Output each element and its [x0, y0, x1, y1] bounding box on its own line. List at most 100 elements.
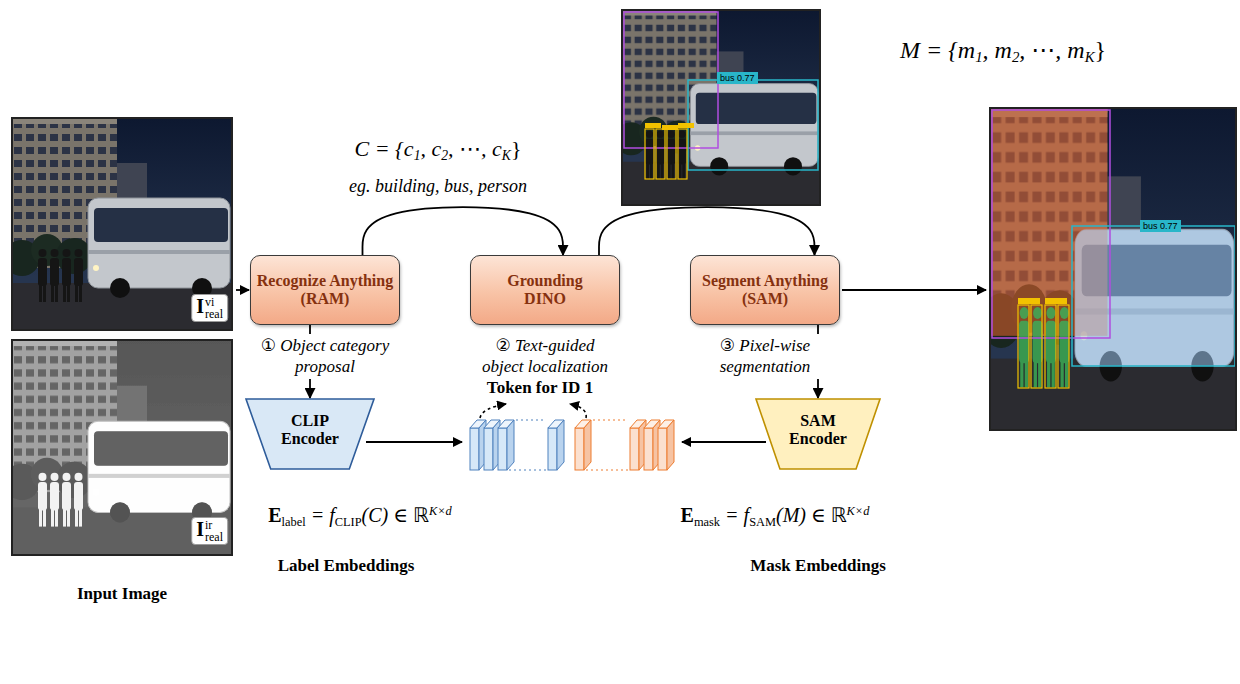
label-token-stack — [498, 420, 514, 470]
image-tag: vireal — [205, 296, 223, 321]
embedding-formula: mask — [694, 515, 720, 529]
encoder-trapezoid: CLIP Encoder — [245, 398, 375, 470]
segmentation-image — [1045, 298, 1067, 304]
node-label: Segment Anything (SAM) — [696, 272, 834, 309]
flow-arrow — [682, 441, 766, 443]
image-tag: I — [196, 295, 204, 317]
embedding-formula: K×d — [847, 504, 870, 518]
flow-arrow — [842, 289, 986, 291]
infrared-input-image — [38, 473, 83, 527]
flow-arrow — [599, 207, 815, 255]
detection-image — [645, 123, 661, 128]
segmentation-image — [1018, 298, 1040, 304]
detection-image — [656, 129, 665, 179]
segmentation-image — [1075, 230, 1234, 367]
segmentation-image — [981, 108, 1236, 430]
embedding-formula: CLIP — [335, 515, 362, 529]
step-caption: ① Object category proposal — [261, 336, 390, 376]
embedding-formula: K×d — [429, 504, 452, 518]
flow-arrow — [366, 441, 462, 443]
segmentation-image — [1072, 226, 1235, 366]
detection-image — [678, 123, 694, 128]
label-token-stack — [548, 420, 564, 470]
token-caption: Token for ID 1 — [487, 378, 593, 398]
infrared-input-image — [4, 340, 232, 555]
process-box: Recognize Anything (RAM) — [250, 255, 400, 325]
encoder-outline — [756, 399, 880, 469]
set-formula: M = {m — [900, 37, 975, 63]
embedding-title: Mask Embeddings — [750, 556, 886, 575]
step-caption: ③ Pixel-wise segmentation — [720, 336, 811, 376]
segmentation-image — [981, 108, 1236, 430]
infrared-input-image — [12, 340, 232, 555]
embedding-formula: E — [268, 504, 281, 526]
embedding-formula: = f — [311, 504, 335, 526]
node-label: CLIP Encoder — [270, 412, 350, 449]
label-token-stack — [509, 470, 548, 471]
step-caption: ① Object category proposal — [253, 334, 397, 379]
image-tag: real — [205, 308, 223, 321]
segmentation-image — [1045, 305, 1056, 388]
detection-image — [615, 10, 820, 205]
embedding-formula: (C) ∈ ℝ — [362, 504, 429, 526]
image-tag: Ivireal — [191, 294, 228, 322]
embedding-formula: (M) ∈ ℝ — [776, 504, 847, 526]
detection-tag: bus 0.77 — [1143, 221, 1178, 231]
step-caption: ② Text-guided object localization — [482, 336, 608, 376]
step-caption: ③ Pixel-wise segmentation — [693, 334, 837, 379]
infrared-input-image — [4, 340, 232, 555]
mask-token-stack — [575, 420, 591, 470]
node-label: Grounding DINO — [495, 272, 595, 309]
image-tag: real — [205, 531, 223, 544]
example-text: eg. building, bus, person — [349, 176, 527, 198]
flow-arrow — [363, 207, 564, 255]
detection-tag: bus 0.77 — [1140, 220, 1181, 232]
segmentation-image — [1031, 305, 1042, 388]
visible-input-image — [4, 118, 232, 330]
node-label: SAM Encoder — [778, 412, 858, 449]
set-formula: , m — [983, 37, 1012, 63]
token-pointer — [480, 404, 586, 418]
image-tag: Iirreal — [191, 517, 228, 545]
image-tag: I — [196, 518, 204, 540]
set-formula: , ⋯, c — [448, 136, 502, 161]
embedding-formula: Elabel = fCLIP(C) ∈ ℝK×d — [268, 503, 452, 530]
embedding-title: Mask Embeddings — [750, 556, 886, 576]
encoder-trapezoid: SAM Encoder — [755, 398, 881, 470]
image-tag: vi — [205, 296, 223, 309]
segmentation-image — [981, 108, 1236, 430]
set-formula: C = {c — [355, 136, 414, 161]
set-formula: 2 — [441, 148, 448, 163]
detection-image — [615, 10, 820, 205]
section-heading: Input Image — [77, 584, 167, 603]
label-token-stack — [516, 420, 546, 421]
detection-image — [645, 129, 654, 179]
visible-input-image — [4, 118, 232, 330]
process-box: Segment Anything (SAM) — [690, 255, 840, 325]
example-text: eg. building, bus, person — [349, 176, 527, 196]
process-box: Grounding DINO — [470, 255, 620, 325]
segmentation-image — [990, 108, 1236, 430]
set-formula: K — [502, 148, 511, 163]
token-pointer — [570, 404, 586, 418]
detection-image — [667, 129, 676, 179]
mask-token-stack — [593, 420, 628, 421]
detection-image — [615, 10, 820, 205]
visible-input-image — [12, 118, 232, 330]
visible-input-image — [4, 118, 232, 330]
embedding-formula: label — [282, 515, 306, 529]
embedding-formula: = f — [725, 504, 749, 526]
embedding-formula: Emask= fSAM(M) ∈ ℝK×d — [681, 503, 870, 530]
embedding-formula: SAM — [749, 515, 776, 529]
segmentation-image — [1058, 305, 1069, 388]
detection-image — [678, 129, 687, 179]
set-formula: 1 — [414, 148, 421, 163]
set-formula: M = {m1, m2, ⋯, mK} — [900, 36, 1106, 67]
encoder-outline — [246, 399, 374, 469]
step-caption: ② Text-guided object localization — [473, 334, 617, 379]
set-formula: C = {c1, c2, ⋯, cK} — [355, 136, 522, 164]
infrared-input-image — [4, 340, 232, 555]
detection-image — [688, 80, 818, 170]
